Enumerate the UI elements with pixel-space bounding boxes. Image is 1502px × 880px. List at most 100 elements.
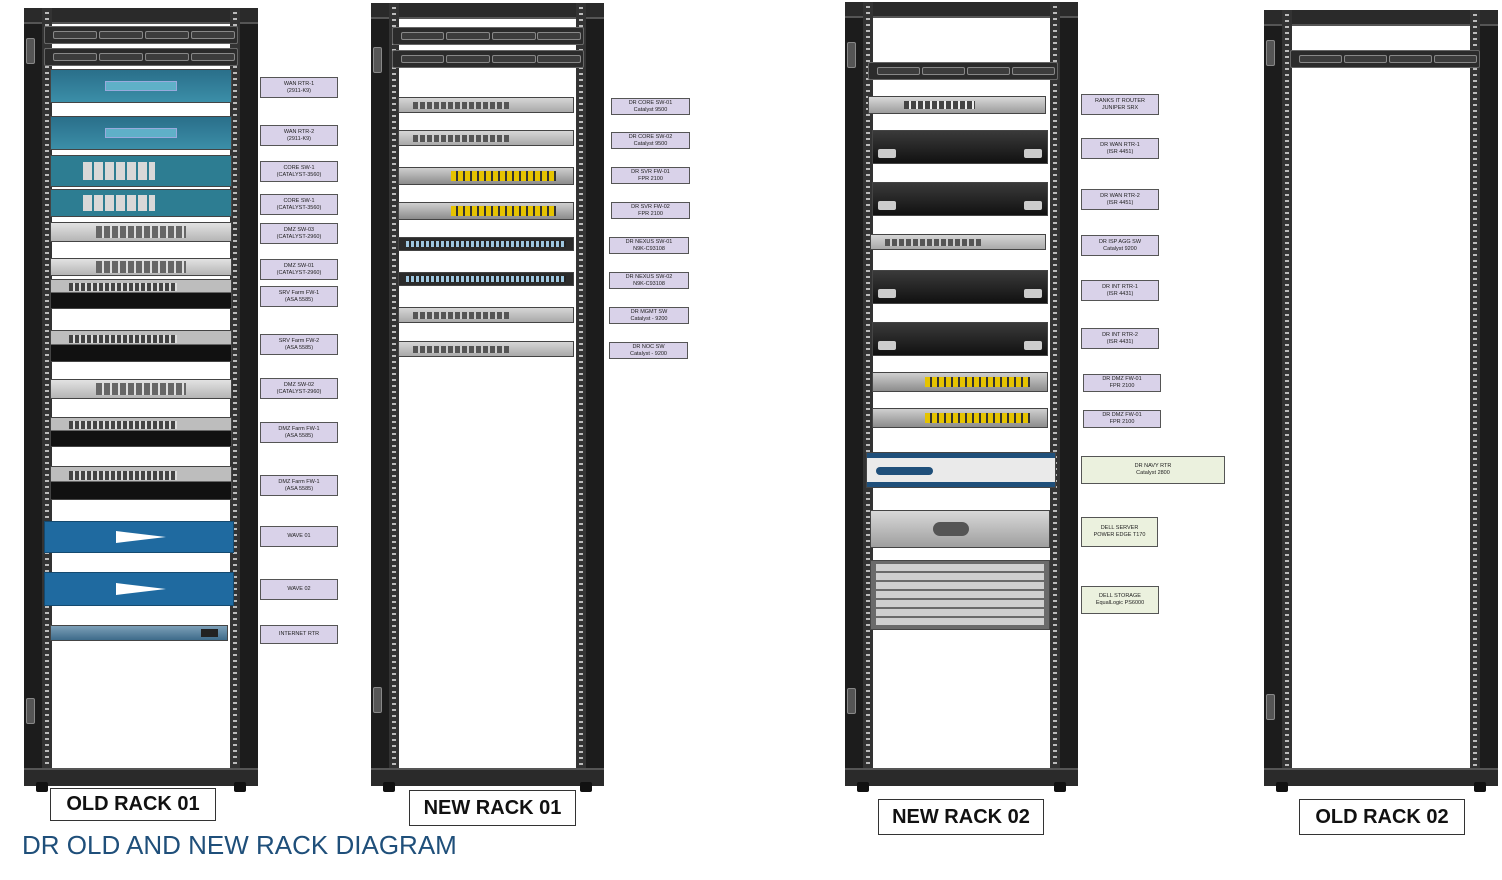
dr-isp-agg-sw-device — [870, 234, 1046, 250]
rack-rail-right — [1470, 10, 1480, 786]
wan-rtr-2-device — [50, 116, 232, 150]
door-latch-icon — [26, 698, 35, 724]
caster-wheel-icon — [1054, 782, 1066, 792]
device-label: DMZ SW-01(CATALYST-2960) — [260, 259, 338, 280]
device-label: DMZ Farm FW-1(ASA 5585) — [260, 422, 338, 443]
door-latch-icon — [373, 47, 382, 73]
rack-top-panel — [24, 8, 258, 24]
dmz-farm-fw-1-device — [50, 417, 232, 447]
rack-base — [371, 768, 604, 786]
caster-wheel-icon — [1276, 782, 1288, 792]
dr-int-rtr-2-device — [872, 322, 1048, 356]
rack-top-panel — [371, 3, 604, 19]
new-rack-01-title: NEW RACK 01 — [409, 790, 576, 826]
rack-top-panel — [1264, 10, 1498, 26]
old-rack-02 — [1264, 10, 1498, 792]
blank-panel — [44, 48, 238, 66]
device-label: DMZ Farm FW-1(ASA 5585) — [260, 475, 338, 496]
rack-rail-right — [1050, 2, 1060, 786]
caster-wheel-icon — [857, 782, 869, 792]
device-label: WAVE 01 — [260, 526, 338, 547]
dmz-sw-01-device — [50, 258, 232, 276]
door-latch-icon — [847, 42, 856, 68]
blank-panel — [868, 62, 1058, 80]
dr-wan-rtr-2-device — [872, 182, 1048, 216]
device-label: WAVE 02 — [260, 579, 338, 600]
wave-01-device — [44, 521, 234, 553]
door-latch-icon — [1266, 694, 1275, 720]
caster-wheel-icon — [1474, 782, 1486, 792]
device-label: INTERNET RTR — [260, 625, 338, 644]
dr-svr-fw-02-device — [398, 202, 574, 220]
blank-panel — [392, 27, 584, 45]
rack-top-panel — [845, 2, 1078, 18]
dr-noc-sw-device — [398, 341, 574, 357]
dmz-farm-fw-1b-device — [50, 466, 232, 500]
old-rack-02-title: OLD RACK 02 — [1299, 799, 1465, 835]
rack-rail-left — [42, 8, 52, 786]
dr-mgmt-sw-device — [398, 307, 574, 323]
rack-rail-right — [576, 3, 586, 786]
new-rack-02-title: NEW RACK 02 — [878, 799, 1044, 835]
caster-wheel-icon — [36, 782, 48, 792]
device-label: DR WAN RTR-1(ISR 4451) — [1081, 138, 1159, 159]
dr-nexus-sw-01-device — [398, 237, 574, 251]
device-label: SRV Farm FW-2(ASA 5585) — [260, 334, 338, 355]
rack-interior — [1282, 26, 1480, 768]
device-label: WAN RTR-2(2911-K9) — [260, 125, 338, 146]
core-sw-1b-device — [50, 189, 232, 217]
dr-dmz-fw-01b-device — [872, 408, 1048, 428]
blank-panel — [1290, 50, 1480, 68]
dr-nexus-sw-02-device — [398, 272, 574, 286]
device-label: CORE SW-1(CATALYST-3560) — [260, 194, 338, 215]
ranks-it-router-device — [868, 96, 1046, 114]
dr-svr-fw-01-device — [398, 167, 574, 185]
wan-rtr-1-device — [50, 69, 232, 103]
device-label: DMZ SW-03(CATALYST-2960) — [260, 223, 338, 244]
srv-farm-fw-1-device — [50, 279, 232, 309]
rack-base — [845, 768, 1078, 786]
wave-02-device — [44, 572, 234, 606]
dell-server-device — [870, 510, 1050, 548]
rack-base — [24, 768, 258, 786]
rack-rail-right — [230, 8, 240, 786]
new-rack-01 — [371, 3, 604, 792]
dell-storage-device — [870, 560, 1050, 630]
dr-wan-rtr-1-device — [872, 130, 1048, 164]
door-latch-icon — [1266, 40, 1275, 66]
device-label: DR WAN RTR-2(ISR 4451) — [1081, 189, 1159, 210]
rack-rail-left — [389, 3, 399, 786]
caster-wheel-icon — [234, 782, 246, 792]
core-sw-1-device — [50, 155, 232, 187]
device-label: DMZ SW-02(CATALYST-2960) — [260, 378, 338, 399]
dmz-sw-03-device — [50, 222, 232, 242]
dr-core-sw-02-device — [398, 130, 574, 146]
device-label: DR INT RTR-2(ISR 4431) — [1081, 328, 1159, 349]
device-label: DR INT RTR-1(ISR 4431) — [1081, 280, 1159, 301]
door-latch-icon — [373, 687, 382, 713]
device-label: WAN RTR-1(2911-K9) — [260, 77, 338, 98]
dr-int-rtr-1-device — [872, 270, 1048, 304]
dmz-sw-02-device — [50, 379, 232, 399]
srv-farm-fw-2-device — [50, 330, 232, 362]
device-label: CORE SW-1(CATALYST-3560) — [260, 161, 338, 182]
door-latch-icon — [26, 38, 35, 64]
diagram-caption: DR OLD AND NEW RACK DIAGRAM — [22, 830, 457, 860]
blank-panel — [392, 50, 584, 68]
dr-dmz-fw-01-device — [872, 372, 1048, 392]
door-latch-icon — [847, 688, 856, 714]
caster-wheel-icon — [580, 782, 592, 792]
rack-rail-left — [863, 2, 873, 786]
